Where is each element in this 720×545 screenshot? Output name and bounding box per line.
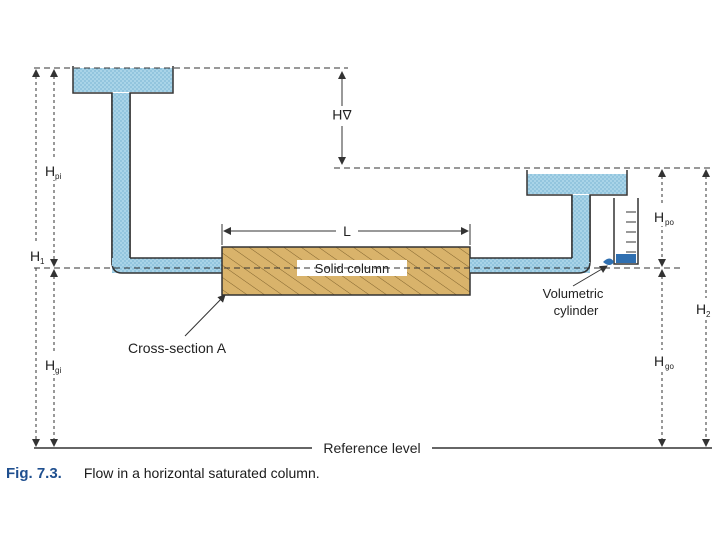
figure-caption: Fig. 7.3. Flow in a horizontal saturated … [6,465,320,482]
length-dimension: L [221,221,471,245]
hpi-label: H [45,163,55,179]
hgi-dimension: H gi [44,269,68,447]
hpo-label: H [654,209,664,225]
hgo-dimension: H go [652,269,680,447]
left-reservoir [72,66,174,265]
h1-dimension: H 1 [28,69,48,447]
hpo-subscript: po [665,218,674,227]
cross-section-callout: Cross-section A [128,294,227,356]
reference-level-label: Reference level [323,440,420,456]
hpi-dimension: H pi [44,69,68,267]
left-tube [111,257,222,274]
delta-h-dimension: ΔH [330,71,354,165]
hpo-dimension: H po [652,169,680,267]
length-label: L [343,223,351,239]
cylinder-callout: Volumetric cylinder [543,265,608,318]
cylinder-label-line1: Volumetric [543,286,604,301]
volumetric-cylinder [613,198,639,265]
solid-column-label: Solid column [315,261,389,276]
h2-dimension: H 2 [694,169,718,447]
delta-h-label: ΔH [332,107,351,123]
h2-subscript: 2 [706,310,711,319]
right-tube [470,257,591,274]
cross-section-label: Cross-section A [128,340,227,356]
reference-level: Reference level [34,440,712,456]
hgi-label: H [45,357,55,373]
figure-number: Fig. 7.3. [6,465,62,482]
level-lines [34,67,712,269]
figure-title: Flow in a horizontal saturated column. [83,465,320,481]
drip [603,258,614,265]
hgo-label: H [654,353,664,369]
hgo-subscript: go [665,362,674,371]
cylinder-label-line2: cylinder [554,303,599,318]
right-reservoir [526,170,628,263]
h1-label: H [30,248,40,264]
hgi-subscript: gi [55,366,61,375]
solid-column: Solid column [221,246,471,296]
hpi-subscript: pi [55,172,61,181]
h2-label: H [696,301,706,317]
h1-subscript: 1 [40,257,45,266]
